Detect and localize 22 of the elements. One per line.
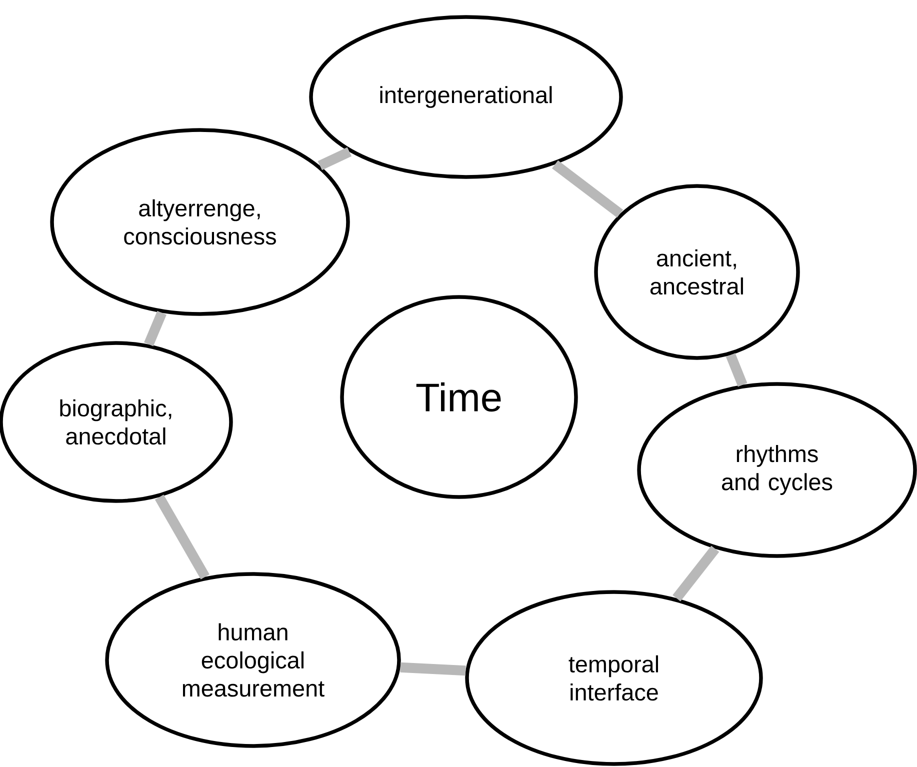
connector-band (144, 310, 166, 346)
connector-band (318, 147, 352, 170)
connector-band (726, 353, 748, 387)
node-label: human ecological measurement (182, 623, 324, 697)
connector-band (672, 546, 720, 602)
node-label: intergenerational (380, 86, 552, 108)
ellipse-node (465, 590, 763, 766)
node-label: rhythms and cycles (722, 445, 832, 495)
ellipse-node (594, 184, 800, 360)
node-label: altyerrenge, consciousness (124, 199, 276, 245)
node-label: biographic, anecdotal (60, 399, 172, 445)
node-label: temporal interface (568, 655, 658, 701)
connector-band (154, 494, 210, 580)
connector-band (552, 160, 624, 218)
ellipse-node (637, 382, 917, 558)
ellipse-node (309, 15, 623, 179)
ellipse-node (50, 128, 350, 316)
connector-band (400, 662, 466, 676)
node-label: Time (416, 382, 501, 412)
ellipse-node (105, 572, 401, 748)
node-label: ancient, ancestral (650, 249, 743, 295)
ellipse-node (340, 295, 578, 499)
